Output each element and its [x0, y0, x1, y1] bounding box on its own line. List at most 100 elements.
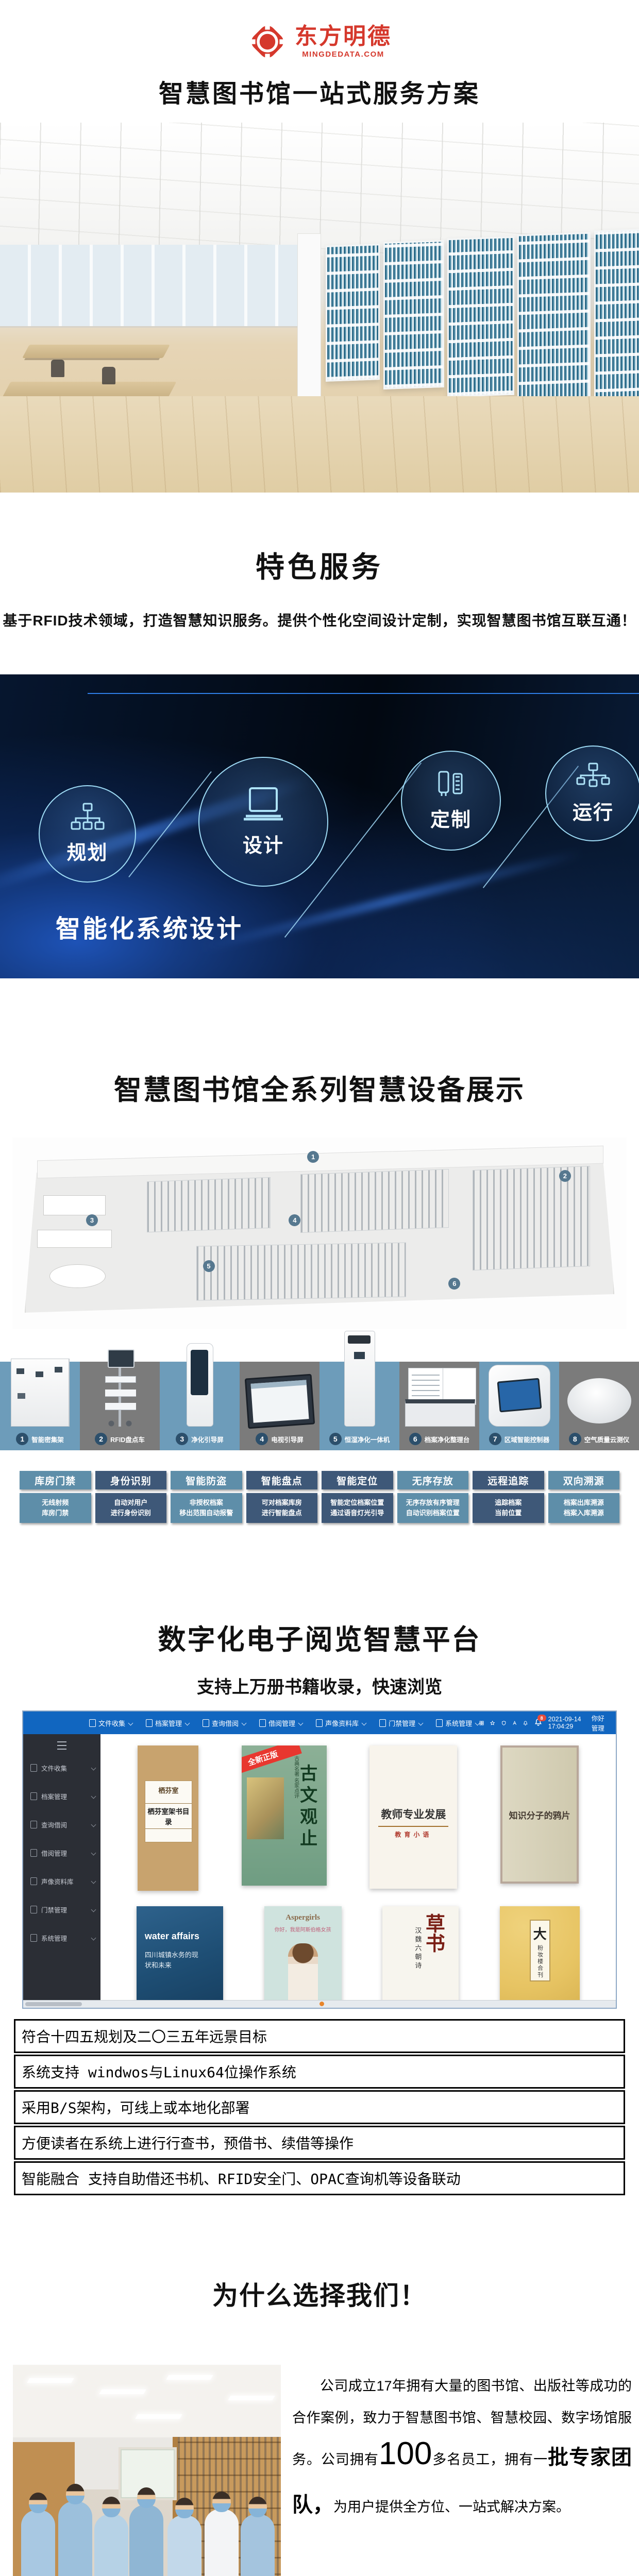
- nav-label: 借阅管理: [268, 1719, 296, 1727]
- nav-archive-manage[interactable]: 档案管理: [146, 1718, 190, 1728]
- nav-loan-manage[interactable]: 借阅管理: [259, 1718, 304, 1728]
- ceiling-light: [99, 2389, 146, 2394]
- sidebar-item-search-borrow[interactable]: 查询借阅: [23, 1810, 100, 1839]
- sidebar-item-media-library[interactable]: 声像资料库: [23, 1867, 100, 1895]
- book-cover[interactable]: Aspergirls 你好，我是阿斯伯格女孩: [264, 1906, 342, 2001]
- sidebar-label: 文件收集: [41, 1765, 68, 1772]
- floorplan-badge: 5: [203, 1260, 215, 1273]
- sidebar-item-file-collect[interactable]: 文件收集: [23, 1754, 100, 1782]
- reading-table: [22, 344, 170, 358]
- book-cover[interactable]: 大 粉妆楼合刊: [500, 1906, 580, 2001]
- bell-icon[interactable]: [523, 1719, 528, 1727]
- feature-tags: 库房门禁 身份识别 智能防盗 智能盘点 智能定位 无序存放 远程追踪 双向溯源 …: [20, 1471, 619, 1523]
- tag-desc: 非授权档案移出范围自动报警: [171, 1493, 242, 1523]
- tag-desc: 自动对用户进行身份识别: [95, 1493, 166, 1523]
- floorplan-shelves: [300, 1168, 449, 1233]
- book-subtitle: 汉魏六朝诗: [414, 1927, 422, 1971]
- scrollbar-thumb[interactable]: [25, 2002, 82, 2006]
- chevron-down-icon: [241, 1720, 247, 1725]
- notification-bell[interactable]: 8: [534, 1715, 546, 1727]
- tag-desc: 智能定位档案位置通过语音灯光引导: [322, 1493, 393, 1523]
- font-icon[interactable]: [512, 1719, 517, 1727]
- tag-desc-line: 进行智能盘点: [261, 1509, 302, 1517]
- tag-desc-line: 通过语音灯光引导: [330, 1509, 384, 1517]
- shield-icon[interactable]: [501, 1719, 506, 1727]
- chevron-down-icon: [91, 1878, 96, 1884]
- star-icon[interactable]: [490, 1719, 495, 1727]
- equipment-name: 净化引导屏: [191, 1436, 224, 1444]
- brand-name: 东方明德: [295, 24, 392, 49]
- equipment-name: 区域智能控制器: [504, 1436, 550, 1444]
- topbar-right: 8 2021-09-14 17:04:29 你好 管理: [479, 1713, 609, 1733]
- team-members: [13, 2481, 281, 2576]
- sidebar-item-system-manage[interactable]: 系统管理: [23, 1924, 100, 1952]
- process-step-label: 设计: [242, 835, 284, 857]
- chevron-down-icon: [91, 1765, 96, 1771]
- nav-file-collect[interactable]: 文件收集: [89, 1718, 133, 1728]
- grid-icon[interactable]: [479, 1719, 484, 1727]
- devices-icon: [438, 771, 463, 796]
- ceiling-light: [228, 2396, 275, 2400]
- book-icon: [203, 1719, 210, 1727]
- book-title: 四川城镇水务的现状和未来: [144, 1951, 198, 1969]
- floorplan-table: [49, 1264, 106, 1289]
- sidebar-item-door-manage[interactable]: 门禁管理: [23, 1895, 100, 1924]
- book-side-text: 古典名著 名家点评: [293, 1756, 299, 1799]
- book-cover[interactable]: water affairs 四川城镇水务的现状和未来: [136, 1906, 223, 2001]
- book-cover[interactable]: 教师专业发展 教育小语: [369, 1745, 458, 1889]
- equipment-heading: 智慧图书馆全系列智慧设备展示: [114, 1075, 525, 1106]
- equipment-number: 5: [329, 1433, 342, 1445]
- equipment-number: 2: [95, 1433, 108, 1445]
- sidebar-item-archive-manage[interactable]: 档案管理: [23, 1782, 100, 1810]
- controller-panel-image: [488, 1365, 550, 1427]
- equipment-name: 智能密集架: [31, 1436, 64, 1444]
- book-title: 草书: [422, 1913, 444, 1953]
- intro-text: 为用户提供全方位、一站式解决方案。: [333, 2499, 570, 2515]
- org-chart-icon: [71, 803, 104, 830]
- nav-search-borrow[interactable]: 查询借阅: [203, 1718, 247, 1728]
- process-step-label: 规划: [66, 842, 108, 864]
- nav-system-manage[interactable]: 系统管理: [436, 1718, 480, 1728]
- menu-icon[interactable]: [57, 1741, 66, 1750]
- book-label: 栖芬室: [158, 1786, 179, 1794]
- topbar-greeting[interactable]: 你好 管理: [591, 1715, 604, 1732]
- smart-shelving-image: [10, 1359, 70, 1427]
- platform-nav: 文件收集 档案管理 查询借阅 借阅管理 声像资料库 门禁管理 系统管理: [89, 1718, 480, 1728]
- nav-door-manage[interactable]: 门禁管理: [379, 1718, 424, 1728]
- book-title-en: water affairs: [144, 1931, 199, 1941]
- book-title: 粉妆楼合刊: [536, 1945, 543, 1978]
- pagination-dot[interactable]: [320, 2002, 324, 2006]
- person: [241, 2514, 275, 2576]
- feature-row: 方便读者在系统上进行行查书，预借书、续借等操作: [14, 2126, 625, 2160]
- book-subtitle: 教育小语: [395, 1831, 432, 1838]
- book-cover[interactable]: 栖芬室 栖芬室架书目录: [137, 1745, 198, 1891]
- book-cover[interactable]: 全新正版 古典名著 名家点评 古文观止: [241, 1745, 327, 1886]
- platform-subtitle: 支持上万册书籍收录，快速浏览: [197, 1677, 442, 1697]
- brand-logo-icon: [251, 25, 284, 58]
- sidebar-label: 门禁管理: [41, 1907, 68, 1914]
- hero-windows: [0, 244, 307, 328]
- tag-desc-line: 库房门禁: [42, 1509, 69, 1517]
- book-cover[interactable]: 草书 汉魏六朝诗: [382, 1906, 459, 2001]
- tag-desc-line: 非授权档案: [189, 1498, 223, 1506]
- floorplan-badge: 1: [307, 1151, 320, 1163]
- book-icon: [30, 1821, 37, 1828]
- why-us-heading: 为什么选择我们！: [212, 2281, 427, 2310]
- ceiling-light: [166, 2375, 213, 2380]
- why-us-section: 公司成立17年拥有大量的图书馆、出版社等成功的合作案例，致力于智慧图书馆、智慧校…: [0, 2365, 639, 2576]
- person: [167, 2515, 201, 2576]
- tag-desc: 无序存放有序管理自动识别档案位置: [397, 1493, 468, 1523]
- page-title: 智慧图书馆一站式服务方案: [158, 80, 480, 108]
- hero-column: [297, 233, 322, 405]
- building-icon: [379, 1719, 386, 1727]
- bookshelf: [326, 244, 380, 382]
- intro-text: 公司成立17年拥有大量的图书馆、出版社等成功的合作案例，致力于智慧图书馆、智慧校…: [292, 2378, 632, 2468]
- book-cover[interactable]: 知识分子的鸦片: [500, 1745, 579, 1884]
- equipment-name: 空气质量云测仪: [584, 1436, 630, 1444]
- nav-media-library[interactable]: 声像资料库: [316, 1718, 367, 1728]
- tag-storage: 无序存放: [397, 1471, 468, 1489]
- sidebar-item-loan-manage[interactable]: 借阅管理: [23, 1839, 100, 1867]
